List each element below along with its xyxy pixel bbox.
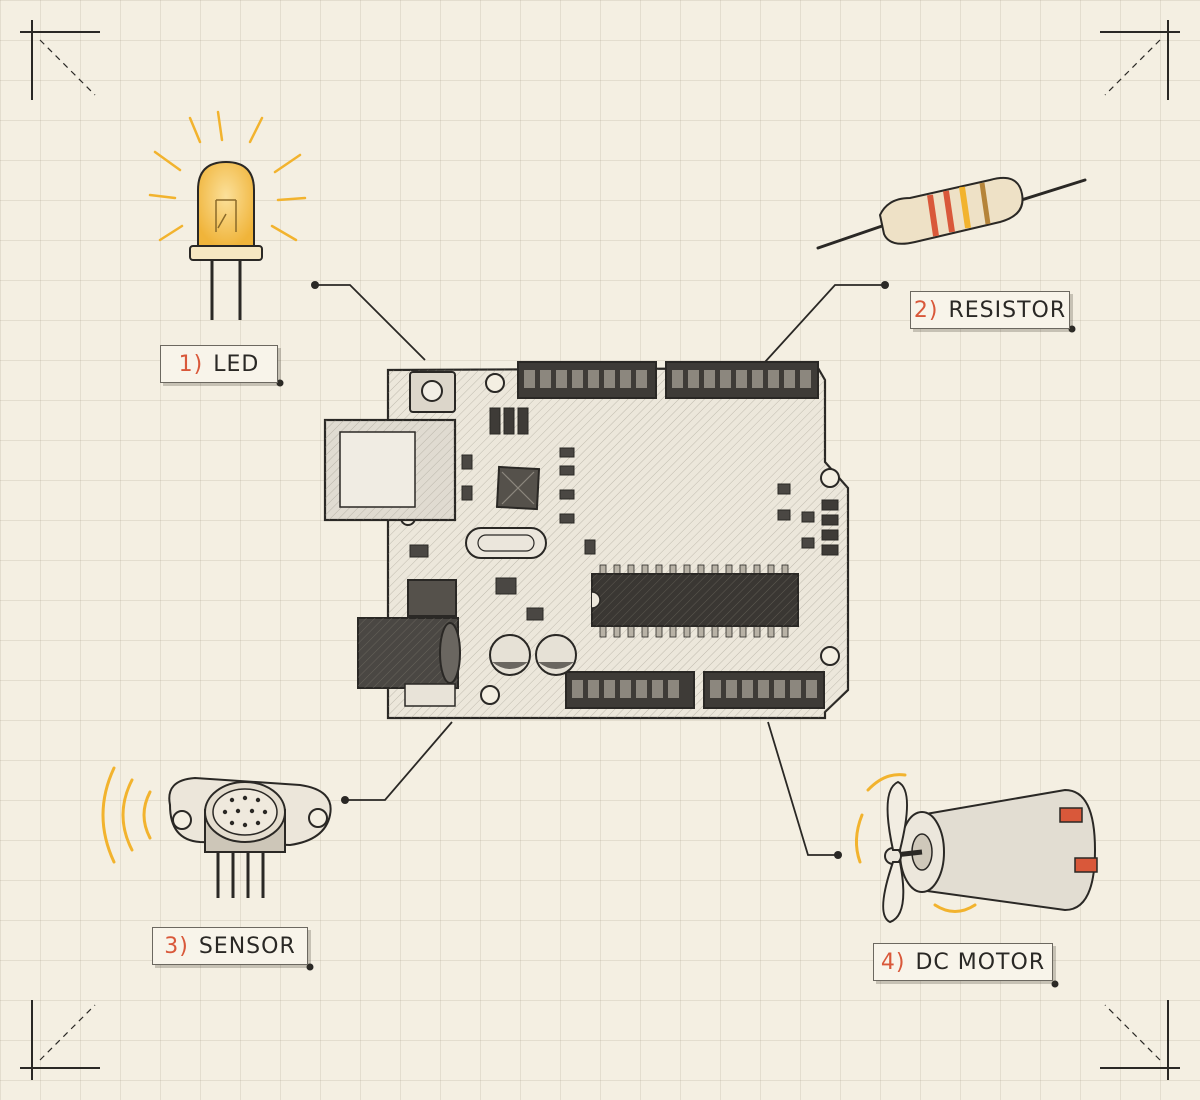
led-illustration bbox=[148, 110, 307, 320]
connector-led bbox=[315, 284, 426, 361]
label-sensor-number: 3) bbox=[164, 933, 189, 959]
corner-mark-bottom-right bbox=[1100, 1000, 1180, 1080]
corner-mark-bottom-left bbox=[20, 1000, 100, 1080]
label-resistor-name: RESISTOR bbox=[948, 297, 1067, 323]
connector-resistor bbox=[764, 284, 885, 363]
microcontroller-chip bbox=[591, 564, 799, 638]
connector-sensor bbox=[345, 721, 453, 801]
sensor-illustration bbox=[101, 766, 332, 898]
led-glow-rays bbox=[148, 110, 307, 242]
label-motor: 4) DC MOTOR bbox=[873, 943, 1053, 981]
connector-dots bbox=[276, 281, 1076, 988]
label-motor-name: DC MOTOR bbox=[915, 949, 1046, 975]
label-motor-number: 4) bbox=[880, 949, 906, 975]
label-led: 1) LED bbox=[160, 345, 278, 383]
connector-lines bbox=[315, 284, 885, 856]
label-led-name: LED bbox=[213, 351, 260, 377]
label-led-number: 1) bbox=[178, 351, 204, 377]
corner-mark-top-left bbox=[20, 20, 100, 100]
corner-mark-top-right bbox=[1100, 20, 1180, 100]
label-sensor-name: SENSOR bbox=[198, 933, 296, 959]
label-sensor: 3) SENSOR bbox=[152, 927, 308, 965]
resistor-illustration bbox=[816, 176, 1087, 250]
label-resistor: 2) RESISTOR bbox=[910, 291, 1070, 329]
connector-motor bbox=[767, 721, 838, 856]
motor-illustration bbox=[855, 773, 1098, 924]
microcontroller-board bbox=[323, 361, 850, 720]
label-resistor-number: 2) bbox=[913, 297, 939, 323]
